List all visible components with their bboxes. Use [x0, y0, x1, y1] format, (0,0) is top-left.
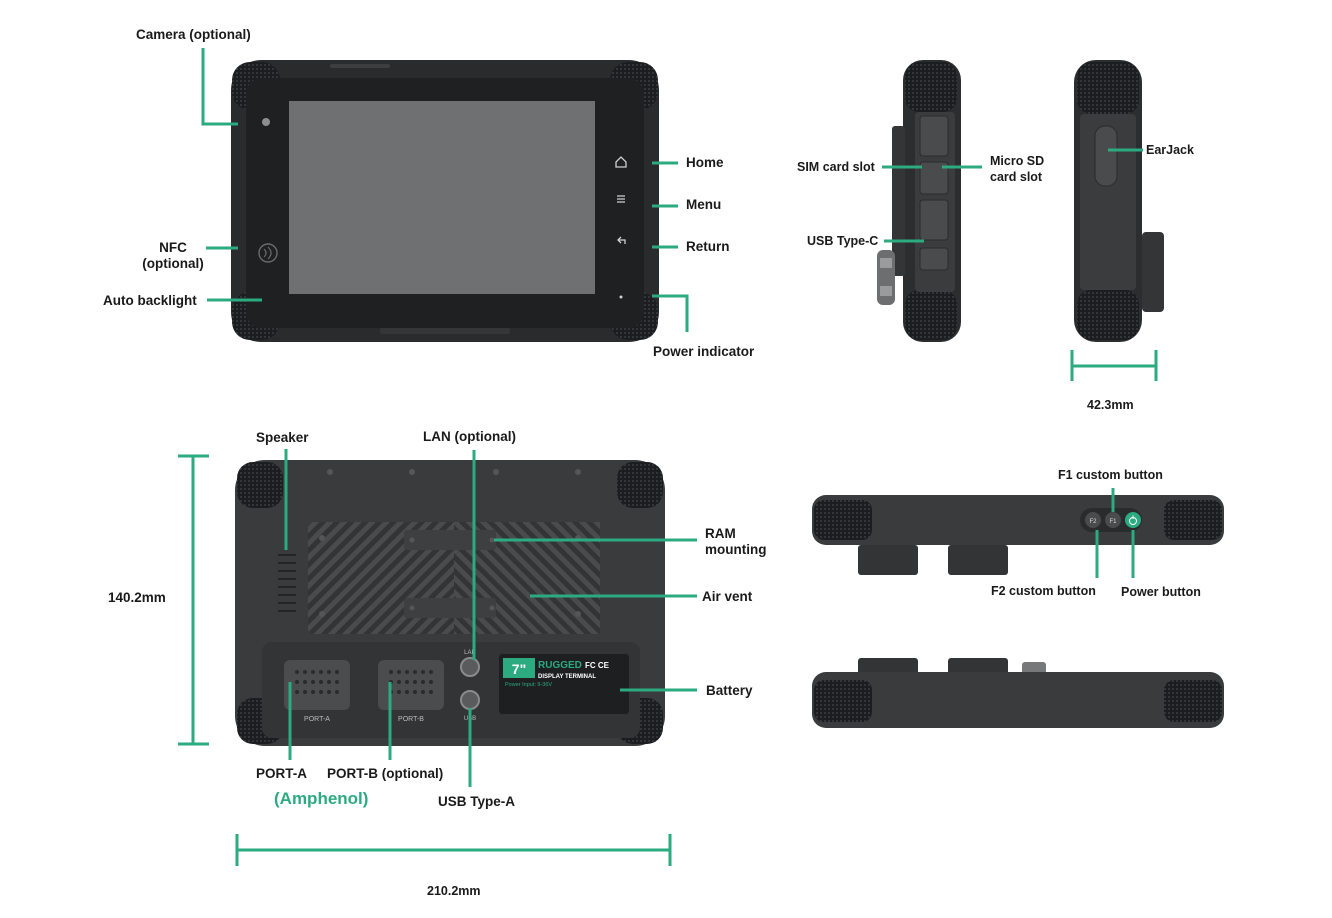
front-view: [231, 60, 659, 342]
amphenol-label: (Amphenol): [274, 789, 369, 808]
f2-button-label: F2 custom button: [991, 584, 1096, 598]
home-label: Home: [686, 155, 724, 170]
battery-label: Battery: [706, 683, 753, 698]
badge-brand: RUGGED: [538, 660, 582, 671]
sim-slot-label: SIM card slot: [797, 160, 875, 174]
f1-print: F1: [1109, 519, 1117, 525]
power-button: [1125, 512, 1141, 528]
power-indicator-led: [619, 295, 623, 299]
micro-sd-label-line1: Micro SD: [990, 154, 1045, 168]
nfc-label-line1: NFC: [159, 240, 187, 255]
usb-port: [460, 690, 480, 710]
badge-size: 7": [512, 661, 526, 677]
front-leader-lines: [201, 48, 689, 332]
badge-power: Power Input: 9-36V: [505, 682, 552, 688]
badge-product: DISPLAY TERMINAL: [538, 674, 596, 680]
lan-label: LAN (optional): [423, 429, 516, 444]
back-view: PORT-A PORT-B LAN USB 7" RUGGED FC CE DI…: [235, 460, 665, 746]
lan-print: LAN: [464, 650, 476, 656]
home-icon: [615, 156, 627, 168]
nfc-label-line2: (optional): [142, 256, 204, 271]
port-b-print: PORT-B: [398, 716, 424, 723]
f1-button-label: F1 custom button: [1058, 468, 1163, 482]
side-view-left: [877, 60, 961, 342]
speaker-label: Speaker: [256, 430, 309, 445]
power-icon: [1129, 515, 1137, 525]
front-bottom-grip: [380, 328, 510, 334]
return-label: Return: [686, 239, 730, 254]
ram-mounting-label-line2: mounting: [705, 542, 767, 557]
auto-backlight-label: Auto backlight: [103, 293, 197, 308]
height-dimension: 140.2mm: [108, 590, 166, 605]
speaker-grille: [278, 554, 296, 612]
top-buttons: [330, 64, 390, 68]
port-b-connector: [378, 660, 444, 710]
top-edge-leader-lines: [1095, 488, 1135, 578]
usb-type-c-label: USB Type-C: [807, 234, 879, 248]
nfc-icon: [258, 243, 278, 263]
power-button-label: Power button: [1121, 585, 1201, 599]
earjack-label: EarJack: [1146, 143, 1194, 157]
port-a-label: PORT-A: [256, 766, 308, 781]
width-dimension: 210.2mm: [427, 884, 481, 898]
port-a-print: PORT-A: [304, 716, 330, 723]
badge-marks: FC CE: [585, 661, 610, 670]
f2-button: [1085, 512, 1101, 528]
side-right-leader-lines: [1070, 148, 1158, 381]
top-edge-view: F2 F1: [812, 495, 1224, 575]
ram-mounting-label: RAM mounting: [705, 526, 766, 558]
ram-mounting-label-line1: RAM: [705, 526, 736, 541]
nfc-label: NFC (optional): [140, 240, 206, 272]
camera-label: Camera (optional): [136, 27, 251, 42]
port-a-connector: [284, 660, 350, 710]
power-indicator-label: Power indicator: [653, 344, 755, 359]
air-vent-label: Air vent: [702, 589, 753, 604]
f2-print: F2: [1089, 519, 1097, 525]
usb-type-a-label: USB Type-A: [438, 794, 516, 809]
bottom-edge-view: [812, 658, 1224, 728]
back-leader-lines: [178, 449, 697, 866]
micro-sd-label-line2: card slot: [990, 170, 1043, 184]
depth-dimension: 42.3mm: [1087, 398, 1134, 412]
side-view-right: [1074, 60, 1164, 342]
f1-button: [1105, 512, 1121, 528]
return-icon: [617, 236, 626, 244]
lan-port: [460, 657, 480, 677]
micro-sd-label: Micro SD card slot: [990, 153, 1044, 185]
menu-label: Menu: [686, 197, 722, 212]
port-b-label: PORT-B (optional): [327, 766, 444, 781]
camera-lens: [262, 118, 270, 126]
front-screen: [289, 101, 595, 294]
side-left-leader-lines: [882, 165, 982, 243]
menu-icon: [617, 195, 625, 203]
